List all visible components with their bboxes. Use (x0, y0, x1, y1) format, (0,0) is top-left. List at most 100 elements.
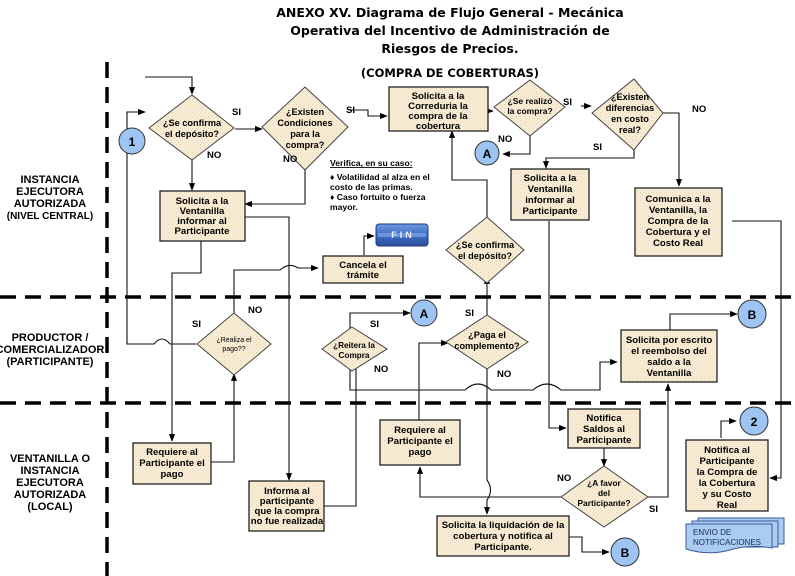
process-text: Cancela el (339, 260, 386, 271)
process-text: informar al (177, 216, 227, 227)
process-text: Solicita a la (412, 91, 465, 102)
process-text: Participante (523, 206, 578, 217)
decision-text: ¿Existen (611, 92, 650, 102)
flow-line (502, 136, 531, 158)
process-text: Saldos al (583, 424, 625, 435)
flow-line (418, 339, 449, 420)
process-text: Costo Real (653, 238, 703, 249)
decision-text: real? (619, 125, 641, 135)
process-text: Ventanilla (180, 206, 225, 217)
decision-shape (196, 312, 272, 376)
decision-text: ¿Reitera la (333, 341, 375, 350)
decision-text: el depósito? (165, 129, 219, 139)
title-line-2: Operativa del Incentivo de Administració… (290, 23, 609, 38)
lane-text: INSTANCIA (20, 174, 79, 186)
process-text: no fue realizada (251, 516, 324, 527)
verification-note: Verifica, en su caso: ♦ Volatilidad al a… (330, 158, 430, 212)
decision-text: para la (290, 129, 321, 139)
decision-text: ¿Realiza el (216, 337, 251, 344)
label-si: SI (593, 142, 602, 153)
flow-line (720, 417, 737, 438)
process-text: Solicita por escrito (626, 335, 713, 346)
connector-text: A (420, 307, 429, 321)
process-informa-no-realizada: Informa al participante que la compra no… (248, 480, 325, 532)
decision-text: ¿Se realizó (508, 96, 553, 106)
process-text: Correduria la (408, 101, 468, 112)
process-text: el reembolso del (631, 346, 707, 357)
document-front (685, 523, 773, 554)
process-text: y su Costo (702, 489, 751, 500)
lane-text: (PARTICIPANTE) (7, 356, 94, 368)
process-text: pago (409, 447, 432, 458)
decision-realiza-pago: ¿Realiza el pago?? (196, 312, 272, 376)
process-text: Participante (700, 456, 755, 467)
decision-text: en costo (611, 114, 649, 124)
process-text: Cobertura y el (646, 227, 711, 238)
process-text: trámite (347, 270, 379, 281)
flow-line (483, 368, 492, 515)
process-text: Notifica (586, 413, 622, 424)
connector-shape (474, 140, 500, 166)
process-shape (685, 439, 769, 512)
flow-line (669, 310, 738, 330)
note-line: mayor. (330, 202, 358, 212)
decision-text: la compra? (507, 106, 552, 116)
terminal-text: FIN (391, 230, 415, 240)
label-no: NO (692, 104, 706, 115)
connector-text: A (483, 147, 492, 161)
title-line-3: Riesgos de Precios. (381, 41, 518, 56)
label-si: SI (346, 105, 355, 116)
flow-line (126, 108, 171, 345)
decision-confirma-deposito: ¿Se confirma el depósito? (148, 94, 235, 161)
lane-text: (NIVEL CENTRAL) (7, 211, 93, 222)
label-si: SI (232, 107, 241, 118)
process-shape (248, 480, 325, 532)
diagram-title: ANEXO XV. Diagrama de Flujo General - Me… (276, 5, 624, 80)
process-shape (159, 190, 246, 242)
decision-shape (591, 78, 664, 151)
connector-a-top: A (474, 140, 500, 166)
decision-confirma-deposito-2: ¿Se confirma el depósito? (445, 216, 525, 284)
process-text: informar al (525, 195, 575, 206)
decision-shape (493, 79, 566, 137)
connector-a-middle: A (410, 299, 438, 327)
decision-se-realizo-compra: ¿Se realizó la compra? (493, 79, 566, 137)
process-text: pago (161, 469, 184, 480)
process-text: Notifica al (704, 445, 750, 456)
process-shape (436, 515, 570, 557)
process-solicita-reembolso: Solicita por escrito el reembolso del sa… (620, 329, 718, 383)
decision-paga-complemento: ¿Paga el complemento? (445, 314, 529, 370)
connector-text: 2 (751, 415, 758, 429)
process-text: Participante (175, 226, 230, 237)
decision-text: complemento? (454, 341, 520, 351)
lane-label-ventanilla: VENTANILLA O INSTANCIA EJECUTORA AUTORIZ… (10, 453, 90, 513)
flow-line (245, 216, 293, 481)
terminal-fin: FIN (375, 223, 429, 247)
decision-reitera-compra: ¿Reitera la Compra (321, 326, 388, 372)
decision-text: ¿Se confirma (163, 118, 222, 128)
flow-line (542, 150, 635, 169)
connector-shape (737, 299, 767, 329)
note-heading: Verifica, en su caso: (330, 158, 413, 168)
process-solicita-ventanilla-2: Solicita a la Ventanilla informar al Par… (510, 168, 590, 221)
process-text: Requiere al (394, 425, 446, 436)
process-solicita-correduria: Solicita a la Correduria la compra de la… (388, 86, 489, 132)
decision-existen-diferencias: ¿Existen diferencias en costo real? (591, 78, 664, 151)
connector-text: 1 (129, 135, 136, 149)
label-si: SI (192, 319, 201, 330)
flow-line (448, 130, 488, 218)
flow-line (244, 170, 306, 208)
lane-text: PRODUCTOR / (12, 332, 89, 344)
label-no: NO (557, 473, 571, 484)
flow-line (233, 264, 319, 314)
process-text: participante (260, 496, 314, 507)
connector-text: B (748, 308, 757, 322)
document-text: ENVIO DE (693, 528, 731, 537)
process-solicita-liquidacion: Solicita la liquidación de la cobertura … (436, 515, 570, 557)
label-si: SI (465, 308, 474, 319)
process-shape (510, 168, 590, 221)
terminal-highlight (378, 233, 426, 237)
label-no: NO (374, 364, 388, 375)
process-text: la Cobertura (699, 478, 756, 489)
decision-text: Participante? (577, 498, 630, 508)
